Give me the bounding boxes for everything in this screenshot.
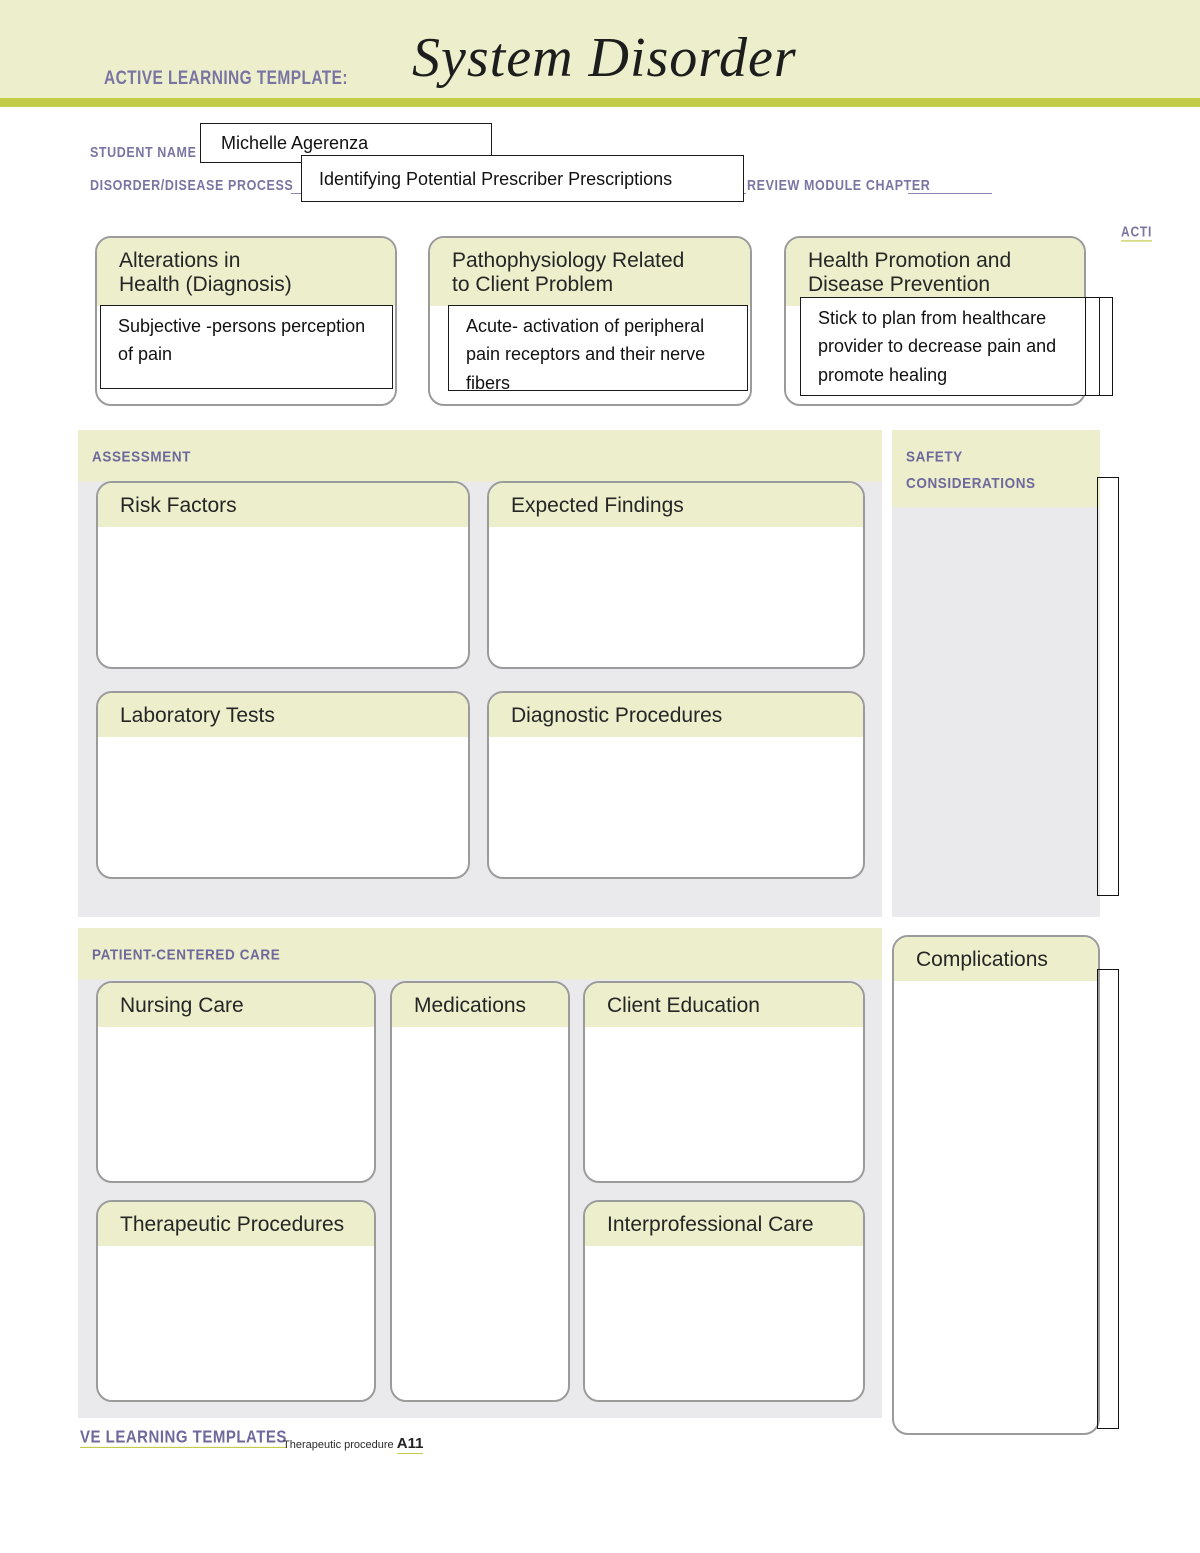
active-learning-template-label: ACTIVE LEARNING TEMPLATE: bbox=[104, 67, 348, 89]
footer: VE LEARNING TEMPLATES Therapeutic proced… bbox=[80, 1427, 424, 1454]
card-title-risk-factors: Risk Factors bbox=[98, 483, 468, 527]
student-name-label: STUDENT NAME bbox=[90, 143, 197, 161]
card-diagnostic-procedures[interactable]: Diagnostic Procedures bbox=[487, 691, 865, 879]
card-title-interprofessional-care: Interprofessional Care bbox=[585, 1202, 863, 1246]
card-title-laboratory-tests: Laboratory Tests bbox=[98, 693, 468, 737]
review-module-rule bbox=[908, 193, 992, 194]
disorder-process-label: DISORDER/DISEASE PROCESS bbox=[90, 176, 294, 194]
note-pathophysiology[interactable]: Acute- activation of peripheral pain rec… bbox=[448, 305, 748, 393]
footer-handwritten-note: Therapeutic procedure A11 bbox=[283, 1435, 424, 1454]
card-medications[interactable]: Medications bbox=[390, 981, 570, 1402]
review-module-chapter-label: REVIEW MODULE CHAPTER bbox=[747, 176, 931, 194]
page-title: System Disorder bbox=[412, 27, 797, 89]
card-title-therapeutic-procedures: Therapeutic Procedures bbox=[98, 1202, 374, 1246]
card-risk-factors[interactable]: Risk Factors bbox=[96, 481, 470, 669]
card-expected-findings[interactable]: Expected Findings bbox=[487, 481, 865, 669]
card-title-nursing-care: Nursing Care bbox=[98, 983, 374, 1027]
card-title-medications: Medications bbox=[392, 983, 568, 1027]
disorder-process-field[interactable]: Identifying Potential Prescriber Prescri… bbox=[301, 155, 744, 202]
card-title-expected-findings: Expected Findings bbox=[489, 483, 863, 527]
disorder-process-value: Identifying Potential Prescriber Prescri… bbox=[319, 169, 673, 189]
student-name-value: Michelle Agerenza bbox=[221, 133, 369, 153]
card-title-diagnostic-procedures: Diagnostic Procedures bbox=[489, 693, 863, 737]
panel-safety-considerations: SAFETY CONSIDERATIONS bbox=[892, 430, 1100, 917]
card-title-alterations-in-health: Alterations in Health (Diagnosis) bbox=[97, 238, 395, 306]
card-interprofessional-care[interactable]: Interprofessional Care bbox=[583, 1200, 865, 1402]
card-nursing-care[interactable]: Nursing Care bbox=[96, 981, 376, 1183]
bracket-complications bbox=[1097, 969, 1119, 1429]
bracket-health-promotion bbox=[1085, 297, 1113, 396]
footer-handwritten-text: Therapeutic procedure bbox=[283, 1439, 394, 1451]
note-health-promotion[interactable]: Stick to plan from healthcare provider t… bbox=[800, 297, 1100, 396]
panel-heading-patient-centered-care: PATIENT-CENTERED CARE bbox=[78, 928, 882, 980]
acti-corner-mark: ACTI bbox=[1121, 223, 1153, 242]
card-title-complications: Complications bbox=[894, 937, 1098, 981]
card-client-education[interactable]: Client Education bbox=[583, 981, 865, 1183]
bracket-safety-considerations bbox=[1097, 477, 1119, 896]
card-therapeutic-procedures[interactable]: Therapeutic Procedures bbox=[96, 1200, 376, 1402]
card-title-health-promotion: Health Promotion and Disease Prevention bbox=[786, 238, 1084, 306]
header-rule bbox=[0, 98, 1200, 107]
card-laboratory-tests[interactable]: Laboratory Tests bbox=[96, 691, 470, 879]
panel-heading-assessment: ASSESSMENT bbox=[78, 430, 882, 482]
panel-heading-safety-considerations: SAFETY CONSIDERATIONS bbox=[892, 430, 1100, 508]
footer-code: A11 bbox=[396, 1435, 424, 1454]
card-title-client-education: Client Education bbox=[585, 983, 863, 1027]
note-alterations-in-health[interactable]: Subjective -persons perception of pain bbox=[100, 305, 393, 389]
card-complications[interactable]: Complications bbox=[892, 935, 1100, 1435]
footer-brand: VE LEARNING TEMPLATES bbox=[80, 1427, 287, 1448]
header-band bbox=[0, 0, 1200, 98]
card-title-pathophysiology: Pathophysiology Related to Client Proble… bbox=[430, 238, 750, 306]
